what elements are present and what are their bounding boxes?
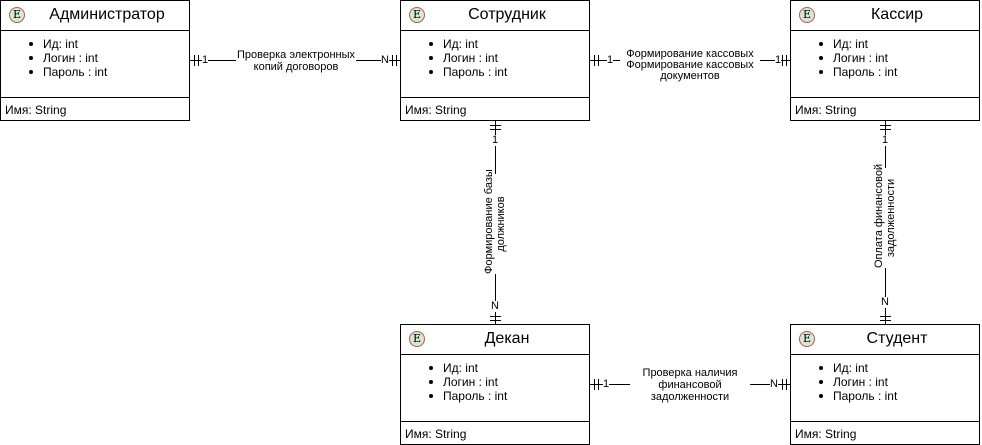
entity-header: E Студент xyxy=(791,325,979,355)
field-item: Пароль : int xyxy=(1,65,189,79)
relation-label-admin-employee: Проверка электронных копий договоров xyxy=(236,49,356,73)
field-item: Пароль : int xyxy=(401,389,589,403)
entity-title: Администратор xyxy=(49,6,165,23)
cardinality-label: N xyxy=(381,54,389,66)
entity-header: E Сотрудник xyxy=(401,1,589,31)
entity-icon: E xyxy=(409,331,425,347)
entity-fields: Ид: int Логин : int Пароль : int xyxy=(791,37,979,79)
relation-label-line: Проверка наличия xyxy=(642,367,738,379)
relation-label-line: Проверка электронных xyxy=(237,49,355,61)
field-item: Логин : int xyxy=(1,51,189,65)
entity-divider xyxy=(1,97,189,98)
relation-label-line: задолженности xyxy=(885,178,897,258)
field-item: Логин : int xyxy=(791,51,979,65)
cardinality-label: N xyxy=(491,300,499,312)
field-item: Ид: int xyxy=(401,37,589,51)
cardinality-label: 1 xyxy=(607,54,614,66)
entity-admin[interactable]: E Администратор Ид: int Логин : int Паро… xyxy=(0,0,190,121)
entity-icon: E xyxy=(9,7,25,23)
entity-footer: Имя: String xyxy=(5,103,67,117)
field-item: Пароль : int xyxy=(791,389,979,403)
entity-icon: E xyxy=(799,331,815,347)
relation-label-line: Формирование кассовых xyxy=(626,48,754,60)
entity-fields: Ид: int Логин : int Пароль : int xyxy=(791,361,979,403)
cardinality-label: N xyxy=(770,378,778,390)
entity-dean[interactable]: E Декан Ид: int Логин : int Пароль : int… xyxy=(400,324,590,445)
cardinality-label: 1 xyxy=(492,134,499,146)
entity-fields: Ид: int Логин : int Пароль : int xyxy=(401,361,589,403)
field-item: Ид: int xyxy=(791,37,979,51)
relation-label-line: копий договоров xyxy=(253,61,339,73)
entity-icon: E xyxy=(409,7,425,23)
entity-title: Кассир xyxy=(870,6,924,23)
entity-header: E Кассир xyxy=(791,1,979,31)
entity-header: E Декан xyxy=(401,325,589,355)
entity-title: Декан xyxy=(484,330,530,347)
entity-footer: Имя: String xyxy=(405,103,467,117)
relation-label-dean-student: Проверка наличия финансовой задолженност… xyxy=(630,367,750,403)
relation-label-line: финансовой xyxy=(658,379,722,391)
field-item: Логин : int xyxy=(401,51,589,65)
entity-footer: Имя: String xyxy=(405,427,467,441)
entity-cashier[interactable]: E Кассир Ид: int Логин : int Пароль : in… xyxy=(790,0,980,121)
relation-label-cashier-student: Оплата финансовой задолженности xyxy=(873,163,899,268)
entity-divider xyxy=(401,421,589,422)
relation-label-line: должников xyxy=(495,196,507,252)
cardinality-label: N xyxy=(881,296,889,308)
entity-fields: Ид: int Логин : int Пароль : int xyxy=(401,37,589,79)
cardinality-label: 1 xyxy=(202,54,209,66)
entity-fields: Ид: int Логин : int Пароль : int xyxy=(1,37,189,79)
entity-employee[interactable]: E Сотрудник Ид: int Логин : int Пароль :… xyxy=(400,0,590,121)
entity-divider xyxy=(791,421,979,422)
field-item: Логин : int xyxy=(401,375,589,389)
relation-label-employee-cashier: Формирование кассовых Формирование кассо… xyxy=(620,49,760,82)
entity-footer: Имя: String xyxy=(795,427,857,441)
relation-label-line: Формирование базы xyxy=(483,169,495,274)
cardinality-label: 1 xyxy=(775,54,782,66)
field-item: Ид: int xyxy=(401,361,589,375)
field-item: Логин : int xyxy=(791,375,979,389)
entity-divider xyxy=(791,97,979,98)
entity-divider xyxy=(401,97,589,98)
field-item: Пароль : int xyxy=(791,65,979,79)
relation-label-line: задолженности xyxy=(650,391,730,403)
relation-label-line: документов xyxy=(660,70,720,82)
field-item: Ид: int xyxy=(791,361,979,375)
relation-label-employee-dean: Формирование базы должников xyxy=(483,169,509,274)
entity-title: Студент xyxy=(866,330,928,347)
field-item: Ид: int xyxy=(1,37,189,51)
cardinality-label: 1 xyxy=(882,134,889,146)
relation-label-line: Оплата финансовой xyxy=(873,163,885,268)
entity-icon: E xyxy=(799,7,815,23)
field-item: Пароль : int xyxy=(401,65,589,79)
cardinality-label: 1 xyxy=(603,378,610,390)
entity-title: Сотрудник xyxy=(468,6,546,23)
entity-footer: Имя: String xyxy=(795,103,857,117)
relation-label-line: Формирование кассовых xyxy=(626,59,754,71)
entity-header: E Администратор xyxy=(1,1,189,31)
entity-student[interactable]: E Студент Ид: int Логин : int Пароль : i… xyxy=(790,324,980,445)
